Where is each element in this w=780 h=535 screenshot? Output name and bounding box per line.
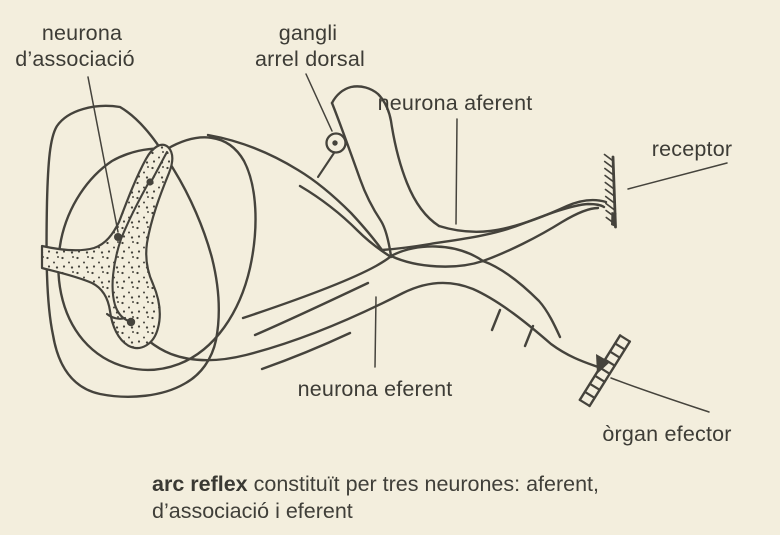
leader-association: [87, 76, 119, 233]
figure-caption-line1: arc reflex constituït per tres neurones:…: [152, 472, 599, 496]
dorsal-root-wall-outer: [206, 133, 384, 252]
afferent-terminal-fiber: [150, 150, 169, 182]
ganglion-stalk: [316, 151, 336, 179]
efferent-axon-main: [129, 281, 600, 369]
label-ganglion-line1: gangli: [279, 21, 338, 45]
nerve-break-tick-2: [523, 324, 535, 348]
label-effector-organ: òrgan efector: [602, 422, 731, 446]
association-neuron-branch: [105, 312, 127, 320]
nerve-break-tick-1: [490, 308, 502, 332]
leader-efferent: [374, 296, 377, 368]
figure-caption-line2: d’associació i eferent: [152, 499, 353, 523]
label-association-line2: d’associació: [15, 47, 135, 71]
leader-receptor: [627, 162, 728, 190]
afferent-fiber-lower: [481, 206, 600, 263]
ganglion-nucleus-dot: [332, 140, 338, 146]
caption-term: arc reflex: [152, 472, 248, 496]
leader-effector: [610, 377, 710, 413]
leader-ganglion: [305, 73, 333, 132]
leader-afferent: [455, 118, 458, 225]
afferent-hairpin-top: [330, 85, 441, 228]
spinal-cord-outline: [45, 104, 220, 398]
spinal-cord-inner-circle: [57, 136, 257, 371]
effector-nerve-ending-triangle: [596, 354, 610, 374]
label-receptor: receptor: [652, 137, 732, 161]
afferent-fiber-middle: [380, 202, 606, 252]
label-ganglion-line2: arrel dorsal: [255, 47, 365, 71]
receptor-symbol-icon: [603, 153, 617, 229]
caption-rest: constituït per tres neurones: aferent,: [248, 472, 599, 496]
association-cell-body-dot: [114, 233, 122, 241]
ventral-root-extra-line-1: [253, 281, 370, 337]
dorsal-root-wall-inner: [298, 184, 393, 259]
motor-cell-body-dot: [126, 317, 136, 327]
nerve-junction-lens-upper: [389, 245, 485, 263]
efferent-fiber-to-effector: [481, 259, 562, 339]
association-neuron-fiber: [111, 180, 151, 323]
gray-matter-stippled: [40, 143, 174, 350]
efferent-fiber-upper: [241, 254, 393, 320]
label-afferent-neuron: neurona aferent: [378, 91, 533, 115]
label-association-line1: neurona: [42, 21, 122, 45]
ventral-root-extra-line-2: [260, 331, 352, 371]
afferent-synapse-dot: [146, 178, 154, 186]
afferent-hairpin-left-leg: [330, 101, 393, 258]
nerve-junction-lens-lower: [389, 254, 485, 268]
label-efferent-neuron: neurona eferent: [298, 377, 453, 401]
